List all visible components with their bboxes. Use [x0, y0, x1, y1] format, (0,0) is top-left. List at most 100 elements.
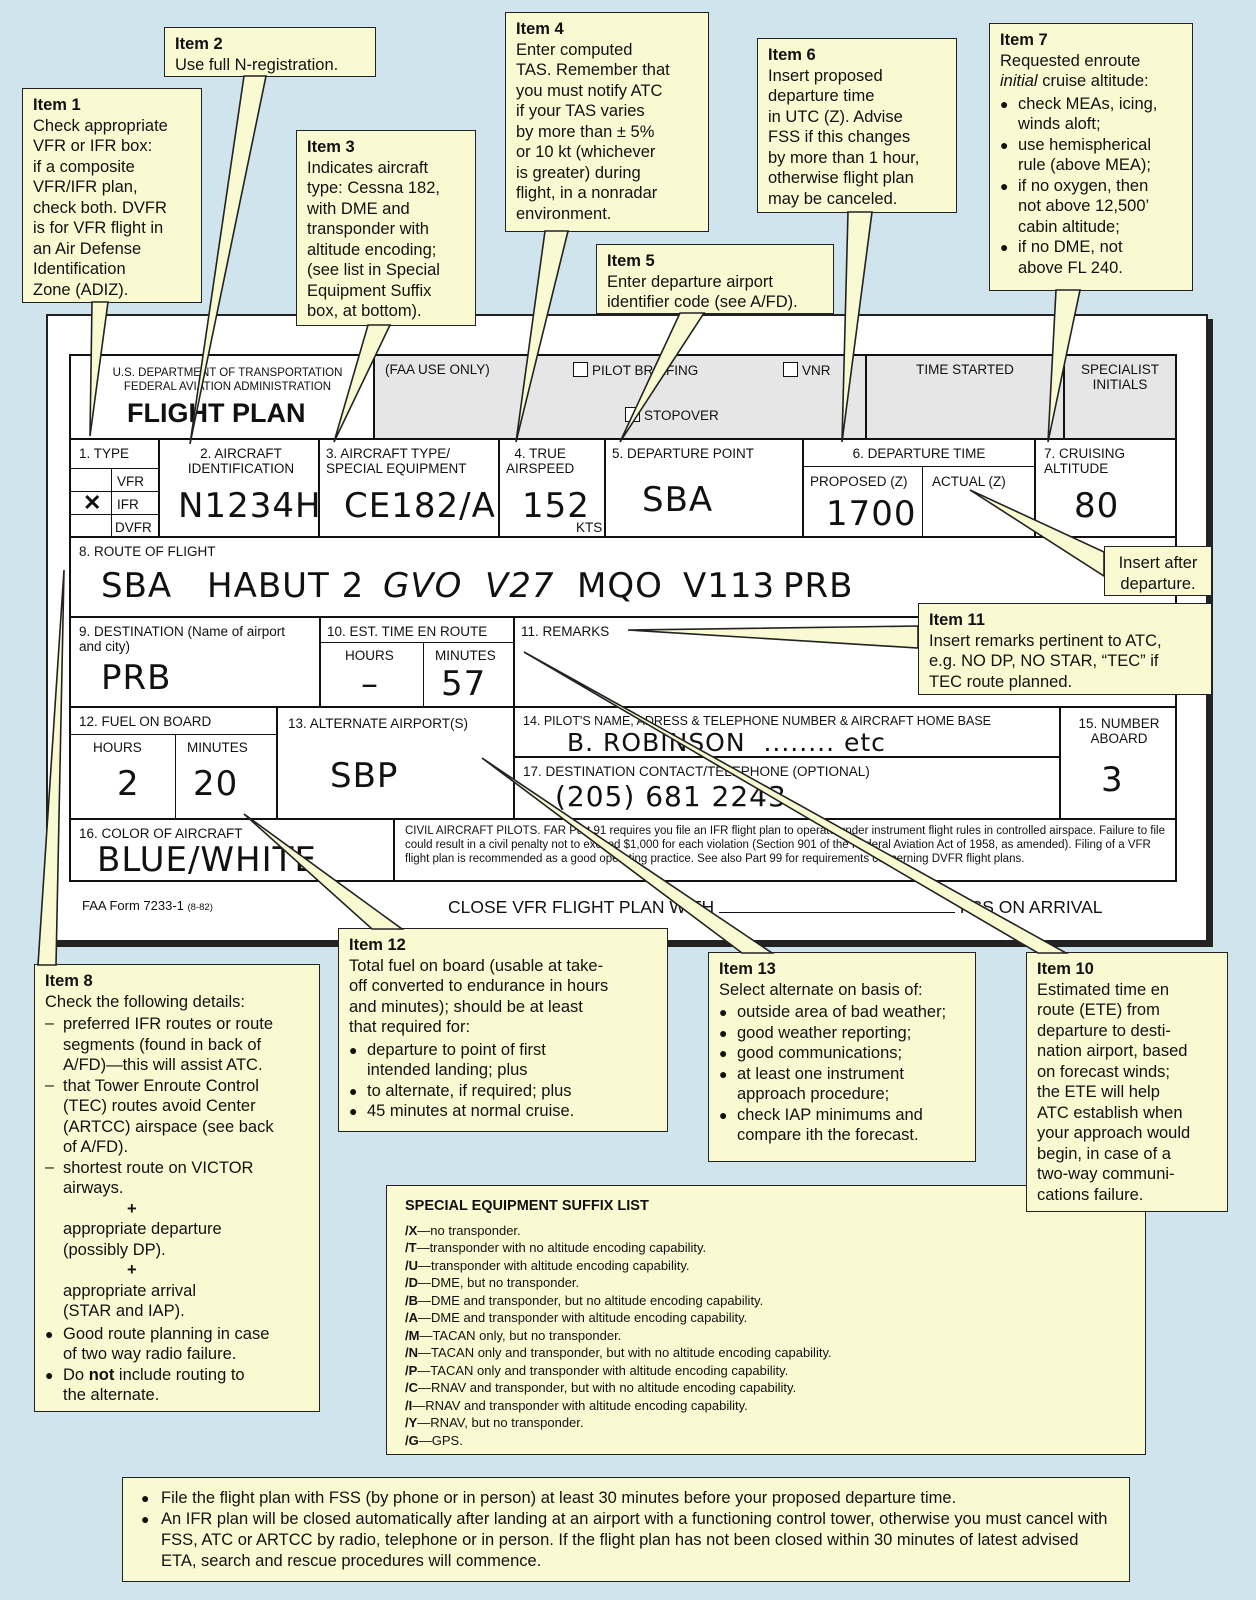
item13-bullet: good weather reporting;: [719, 1023, 965, 1044]
item12-bullets: departure to point of first intended lan…: [349, 1040, 657, 1122]
number-aboard-label: 15. NUMBER ABOARD: [1078, 716, 1160, 746]
item7-title: Item 7: [1000, 31, 1048, 49]
vnr-label: VNR: [802, 363, 831, 378]
item12-bullet: departure to point of first intended lan…: [349, 1040, 657, 1081]
item2-title: Item 2: [175, 35, 223, 53]
remarks-label: 11. REMARKS: [521, 624, 610, 639]
departure-point-value[interactable]: SBA: [642, 480, 714, 520]
ete-minutes-label: MINUTES: [435, 648, 496, 663]
suffix-description: —TACAN only and transponder with altitud…: [417, 1362, 789, 1378]
aircraft-color-value[interactable]: BLUE/WHITE: [97, 840, 317, 880]
item1-callout: Item 1 Check appropriate VFR or IFR box:…: [22, 88, 202, 303]
item8-callout: Item 8 Check the following details: pref…: [34, 964, 320, 1412]
route-fix[interactable]: SBA: [101, 566, 173, 606]
item13-callout: Item 13 Select alternate on basis of: ou…: [708, 952, 976, 1162]
suffix-list-row: /U—transponder with altitude encoding ca…: [405, 1257, 1127, 1275]
pilot-briefing-checkbox[interactable]: [573, 362, 588, 377]
item11-title: Item 11: [929, 611, 985, 629]
suffix-list-row: /B—DME and transponder, but no altitude …: [405, 1292, 1127, 1310]
suffix-code: /Y: [405, 1415, 418, 1430]
form-agency: U.S. DEPARTMENT OF TRANSPORTATION FEDERA…: [112, 367, 343, 393]
item7-bullet: check MEAs, icing, winds aloft;: [1000, 94, 1182, 135]
form-number-text: FAA Form 7233-1: [82, 898, 184, 913]
type-label: 1. TYPE: [79, 446, 130, 461]
suffix-description: —RNAV, but no transponder.: [417, 1415, 584, 1430]
fuel-minutes-value[interactable]: 20: [193, 764, 239, 804]
suffix-description: —GPS.: [418, 1432, 463, 1448]
item13-bullet: check IAP minimums and compare ith the f…: [719, 1105, 965, 1146]
aircraft-type-value[interactable]: CE182/A: [344, 486, 496, 526]
suffix-description: —no transponder.: [417, 1222, 521, 1238]
suffix-list-row: /D—DME, but no transponder.: [405, 1274, 1127, 1292]
time-started-cell: TIME STARTED: [865, 354, 1065, 440]
stopover-checkbox[interactable]: [625, 407, 640, 422]
destination-value[interactable]: PRB: [101, 658, 172, 698]
item8-bullet2-pre: Do: [63, 1365, 89, 1384]
vnr-option: VNR: [783, 362, 831, 378]
stopover-option: STOPOVER: [625, 407, 719, 423]
route-fix[interactable]: V113: [683, 566, 776, 606]
aircraft-id-cell: 2. AIRCRAFT IDENTIFICATION N1234H: [158, 438, 322, 538]
suffix-code: /B: [405, 1292, 418, 1308]
departure-time-proposed-value[interactable]: 1700: [826, 494, 917, 534]
suffix-code: /N: [405, 1345, 418, 1360]
item6-title: Item 6: [768, 46, 816, 64]
route-fix[interactable]: HABUT 2: [207, 566, 365, 606]
ifr-check-mark[interactable]: ✕: [83, 490, 102, 515]
suffix-code: /M: [405, 1327, 420, 1343]
ete-minutes-value[interactable]: 57: [441, 664, 487, 704]
item13-title: Item 13: [719, 960, 776, 978]
alternate-value[interactable]: SBP: [330, 756, 399, 796]
departure-time-proposed-label: PROPOSED (Z): [810, 474, 908, 489]
ifr-label: IFR: [117, 497, 139, 512]
stopover-label: STOPOVER: [644, 408, 719, 423]
suffix-code: /I: [405, 1397, 413, 1413]
ete-hours-value[interactable]: –: [361, 664, 379, 704]
ete-label: 10. EST. TIME EN ROUTE: [327, 624, 488, 639]
true-airspeed-value[interactable]: 152: [522, 486, 590, 526]
aircraft-id-value[interactable]: N1234H: [178, 486, 322, 526]
route-fix[interactable]: PRB: [783, 566, 854, 606]
item6-callout: Item 6 Insert proposed departure time in…: [757, 38, 957, 213]
cruising-altitude-cell: 7. CRUISING ALTITUDE 80: [1034, 438, 1177, 538]
item1-body: Check appropriate VFR or IFR box: if a c…: [33, 116, 168, 299]
item3-callout: Item 3 Indicates aircraft type: Cessna 1…: [296, 130, 476, 326]
item12-callout: Item 12 Total fuel on board (usable at t…: [338, 928, 668, 1132]
number-aboard-cell: 15. NUMBER ABOARD 3: [1059, 706, 1177, 820]
pilot-name-value[interactable]: B. ROBINSON ........ etc: [567, 728, 886, 757]
suffix-code: /T: [405, 1240, 417, 1255]
number-aboard-value[interactable]: 3: [1101, 760, 1124, 800]
vnr-checkbox[interactable]: [783, 362, 798, 377]
suffix-description: —DME, but no transponder.: [418, 1275, 580, 1290]
route-fix[interactable]: GVO: [383, 566, 463, 606]
item7-bullet: if no oxygen, then not above 12,500’ cab…: [1000, 176, 1182, 238]
suffix-description: —TACAN only, but no transponder.: [419, 1327, 622, 1343]
item2-body: Use full N-registration.: [175, 55, 339, 74]
alternate-label: 13. ALTERNATE AIRPORT(S): [288, 716, 469, 731]
suffix-code: /C: [405, 1380, 418, 1395]
suffix-list-title: SPECIAL EQUIPMENT SUFFIX LIST: [405, 1198, 649, 1214]
cruising-altitude-value[interactable]: 80: [1074, 486, 1120, 526]
destination-contact-label: 17. DESTINATION CONTACT/TELEPHONE (OPTIO…: [523, 764, 870, 779]
item8-plus: +: [127, 1261, 137, 1279]
item7-intro-em: initial: [1000, 72, 1038, 90]
fuel-hours-value[interactable]: 2: [117, 764, 140, 804]
route-fix[interactable]: V27: [485, 566, 555, 606]
suffix-list-row: /G—GPS.: [405, 1432, 1127, 1450]
departure-point-label: 5. DEPARTURE POINT: [612, 446, 755, 461]
item1-title: Item 1: [33, 96, 81, 114]
aircraft-id-label: 2. AIRCRAFT IDENTIFICATION: [187, 446, 295, 476]
close-fss-blank[interactable]: [718, 896, 955, 913]
route-fix[interactable]: MQO: [577, 566, 663, 606]
item13-body: Select alternate on basis of:: [719, 980, 923, 999]
pilot-briefing-label: PILOT BRIEFING: [592, 363, 699, 378]
suffix-list-row: /C—RNAV and transponder, but with no alt…: [405, 1379, 1127, 1397]
departure-time-actual-label: ACTUAL (Z): [932, 474, 1006, 489]
destination-contact-value[interactable]: (205) 681 2243: [555, 780, 787, 813]
departure-time-label: 6. DEPARTURE TIME: [852, 446, 986, 461]
form-date: (8-82): [187, 902, 213, 913]
pilot-briefing-option: PILOT BRIEFING: [573, 362, 698, 378]
item7-intro-post: cruise altitude:: [1037, 72, 1149, 90]
fuel-minutes-label: MINUTES: [187, 740, 248, 755]
suffix-code: /D: [405, 1275, 418, 1290]
